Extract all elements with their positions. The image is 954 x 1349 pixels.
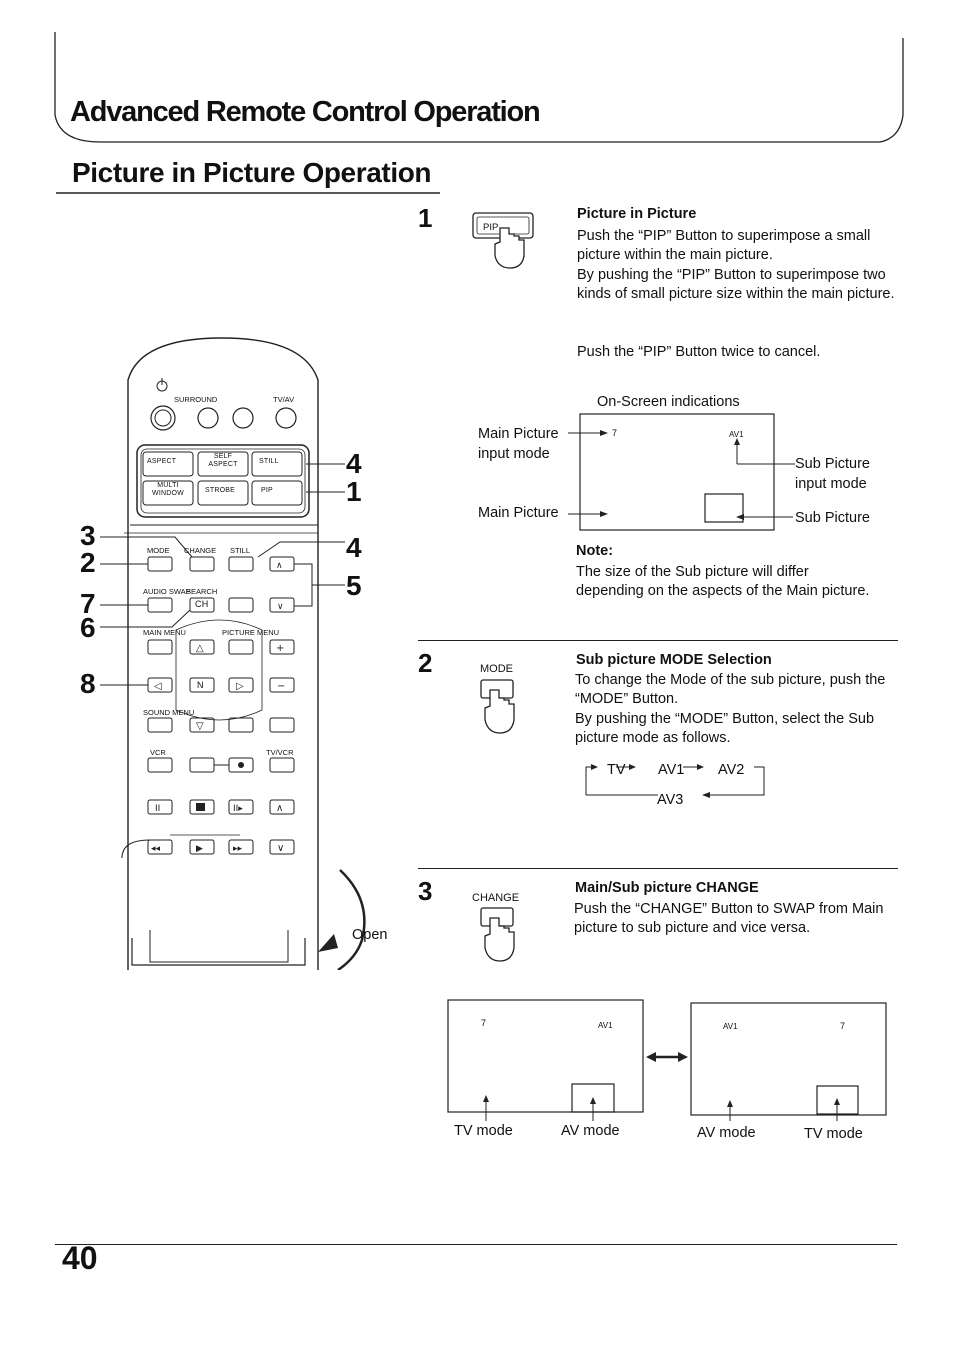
svg-text:▶: ▶	[196, 844, 203, 854]
callout-1: 1	[346, 476, 362, 507]
step-1-heading: Picture in Picture	[577, 206, 697, 222]
swap-right-label-2: TV mode	[804, 1126, 863, 1142]
callout-6: 6	[80, 612, 96, 643]
svg-text:▸▸: ▸▸	[233, 844, 243, 854]
cycle-av2: AV2	[718, 762, 745, 778]
mode-button-label: MODE	[480, 663, 513, 675]
svg-text:◂◂: ◂◂	[151, 844, 161, 854]
swap-diagram	[447, 999, 887, 1121]
remote-label-audio-swap: AUDIO SWAP	[143, 587, 191, 596]
osd-sub-input-mode-label: input mode	[795, 476, 867, 492]
step-1-text-3: Push the “PIP” Button twice to cancel.	[577, 344, 821, 360]
change-button-label: CHANGE	[472, 892, 520, 904]
callout-4-mid: 4	[346, 532, 362, 563]
callout-4-top: 4	[346, 448, 362, 479]
note-title: Note:	[576, 543, 614, 559]
chapter-title: Advanced Remote Control Operation	[70, 96, 541, 128]
swap-left-label-2: AV mode	[561, 1123, 620, 1139]
callout-3: 3	[80, 520, 96, 551]
osd-title: On-Screen indications	[597, 394, 740, 410]
callout-8: 8	[80, 668, 96, 699]
osd-main-picture-label: Main Picture	[478, 426, 559, 442]
change-button-press-icon	[480, 907, 515, 962]
remote-label-sound-menu: SOUND MENU	[143, 708, 195, 717]
svg-text:∧: ∧	[276, 561, 283, 571]
svg-text:II: II	[155, 804, 160, 814]
step-1-text-1: Push the “PIP” Button to superimpose a s…	[577, 228, 871, 264]
remote-button-pip[interactable]: PIP	[261, 487, 273, 494]
step-2-number: 2	[418, 648, 433, 678]
note-text: The size of the Sub picture will differ …	[576, 564, 870, 600]
osd-input-mode-label: input mode	[478, 446, 550, 462]
remote-label-mode: MODE	[147, 546, 170, 555]
remote-button-self-aspect[interactable]: SELF ASPECT	[208, 453, 238, 468]
pip-button-press-icon	[472, 212, 534, 269]
osd-av-value: AV1	[729, 430, 744, 439]
swap-right-channel: 7	[840, 1021, 846, 1031]
swap-right-av: AV1	[723, 1022, 738, 1031]
remote-label-change: CHANGE	[184, 546, 217, 555]
svg-text:−: −	[277, 681, 285, 692]
step-3-heading: Main/Sub picture CHANGE	[575, 880, 759, 896]
step-2-text-1: To change the Mode of the sub picture, p…	[575, 672, 886, 708]
svg-text:∨: ∨	[277, 602, 284, 612]
svg-text:◁: ◁	[154, 681, 162, 692]
svg-text:II▸: II▸	[233, 804, 243, 814]
cycle-av1: AV1	[658, 762, 685, 778]
remote-label-surround: SURROUND	[174, 395, 218, 404]
osd-channel-value: 7	[612, 428, 618, 438]
remote-button-n[interactable]: N	[197, 680, 204, 690]
page-number: 40	[62, 1240, 98, 1276]
callout-5: 5	[346, 570, 362, 601]
cycle-av3: AV3	[657, 792, 684, 808]
section-title: Picture in Picture Operation	[72, 157, 432, 188]
remote-label-tv-vcr: TV/VCR	[266, 748, 294, 757]
step-2-text-2: By pushing the “MODE” Button, select the…	[575, 711, 875, 747]
svg-text:△: △	[196, 643, 204, 654]
step-1-text-2: By pushing the “PIP” Button to superimpo…	[577, 267, 895, 303]
footer-divider	[55, 1244, 897, 1245]
svg-text:+: +	[276, 643, 284, 654]
remote-button-strobe[interactable]: STROBE	[205, 487, 235, 494]
open-label: Open	[352, 927, 388, 943]
remote-button-ch[interactable]: CH	[195, 599, 209, 609]
mode-cycle-diagram	[585, 764, 765, 798]
osd-main-picture-label-2: Main Picture	[478, 505, 559, 521]
cycle-tv: TV	[607, 762, 626, 778]
remote-label-main-menu: MAIN MENU	[143, 628, 186, 637]
callout-7: 7	[80, 588, 96, 619]
osd-diagram	[568, 413, 795, 531]
step-3-number: 3	[418, 876, 433, 906]
remote-button-aspect[interactable]: ASPECT	[147, 458, 177, 465]
remote-label-vcr: VCR	[150, 748, 166, 757]
swap-left-channel: 7	[481, 1018, 487, 1028]
callout-2: 2	[80, 547, 96, 578]
remote-label-still: STILL	[230, 546, 251, 555]
step-3-text: Push the “CHANGE” Button to SWAP from Ma…	[574, 901, 884, 937]
remote-label-search: SEARCH	[186, 587, 218, 596]
pip-button-label: PIP	[483, 222, 499, 233]
osd-sub-picture-input-label: Sub Picture	[795, 456, 870, 472]
svg-text:▽: ▽	[196, 721, 204, 732]
step-2-divider	[418, 640, 898, 641]
osd-sub-picture-label: Sub Picture	[795, 510, 870, 526]
step-3-divider	[418, 868, 898, 869]
remote-control-illustration: II II▸ ∧ ◂◂ ▶ ▸▸ ∨ △ ◁ ▷ ▽ + − ∧ ∨	[100, 337, 366, 970]
svg-text:∧: ∧	[276, 803, 283, 814]
mode-button-press-icon	[480, 679, 515, 734]
svg-text:▷: ▷	[236, 681, 244, 692]
remote-label-tv-av: TV/AV	[273, 395, 295, 404]
step-1-number: 1	[418, 203, 433, 233]
remote-label-picture-menu: PICTURE MENU	[222, 628, 280, 637]
remote-button-multi-window[interactable]: MULTI WINDOW	[152, 482, 184, 497]
svg-text:∨: ∨	[277, 843, 284, 854]
step-2-heading: Sub picture MODE Selection	[576, 652, 772, 668]
swap-left-label-1: TV mode	[454, 1123, 513, 1139]
header-frame	[54, 32, 904, 194]
swap-left-av: AV1	[598, 1021, 613, 1030]
swap-right-label-1: AV mode	[697, 1125, 756, 1141]
remote-button-still[interactable]: STILL	[259, 458, 279, 465]
